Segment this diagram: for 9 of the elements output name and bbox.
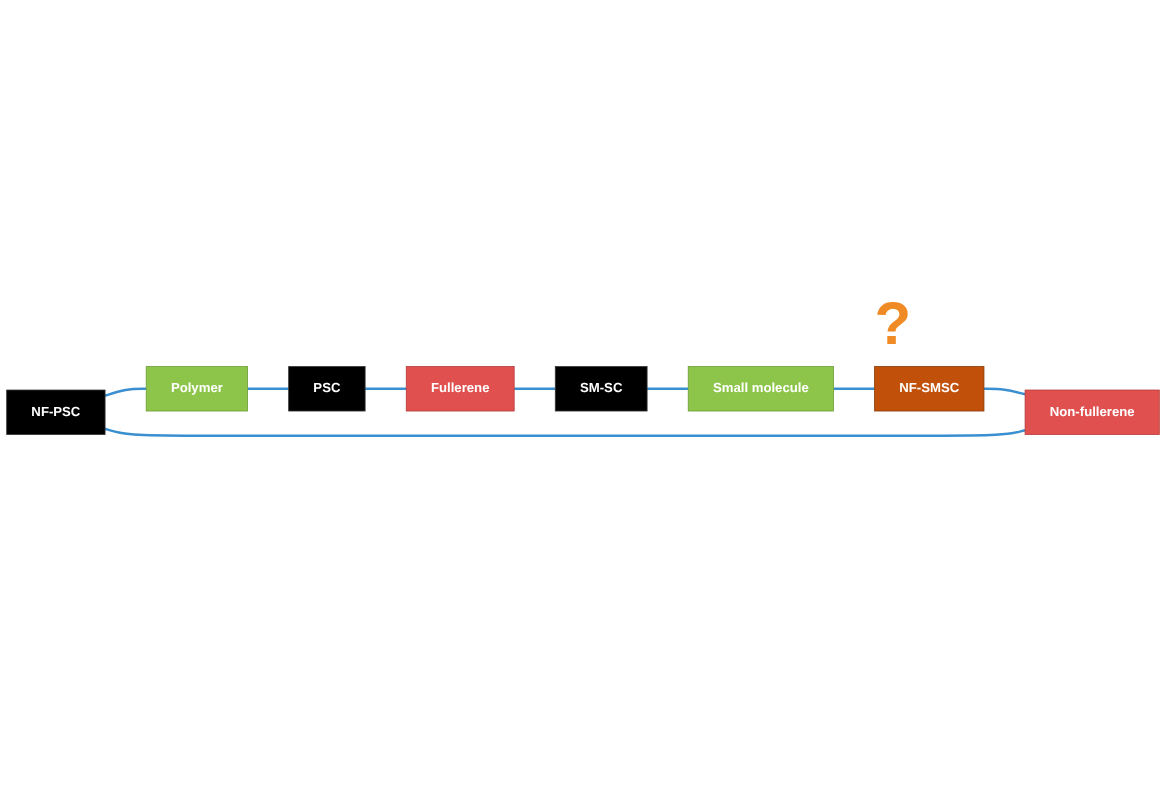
connector <box>514 388 556 391</box>
connector <box>647 388 689 391</box>
question-mark: ? <box>874 291 912 360</box>
connector <box>983 388 1026 397</box>
connector <box>104 388 147 398</box>
connector <box>833 388 875 391</box>
connector <box>104 428 1026 438</box>
connector <box>247 388 289 391</box>
connector <box>365 388 407 391</box>
